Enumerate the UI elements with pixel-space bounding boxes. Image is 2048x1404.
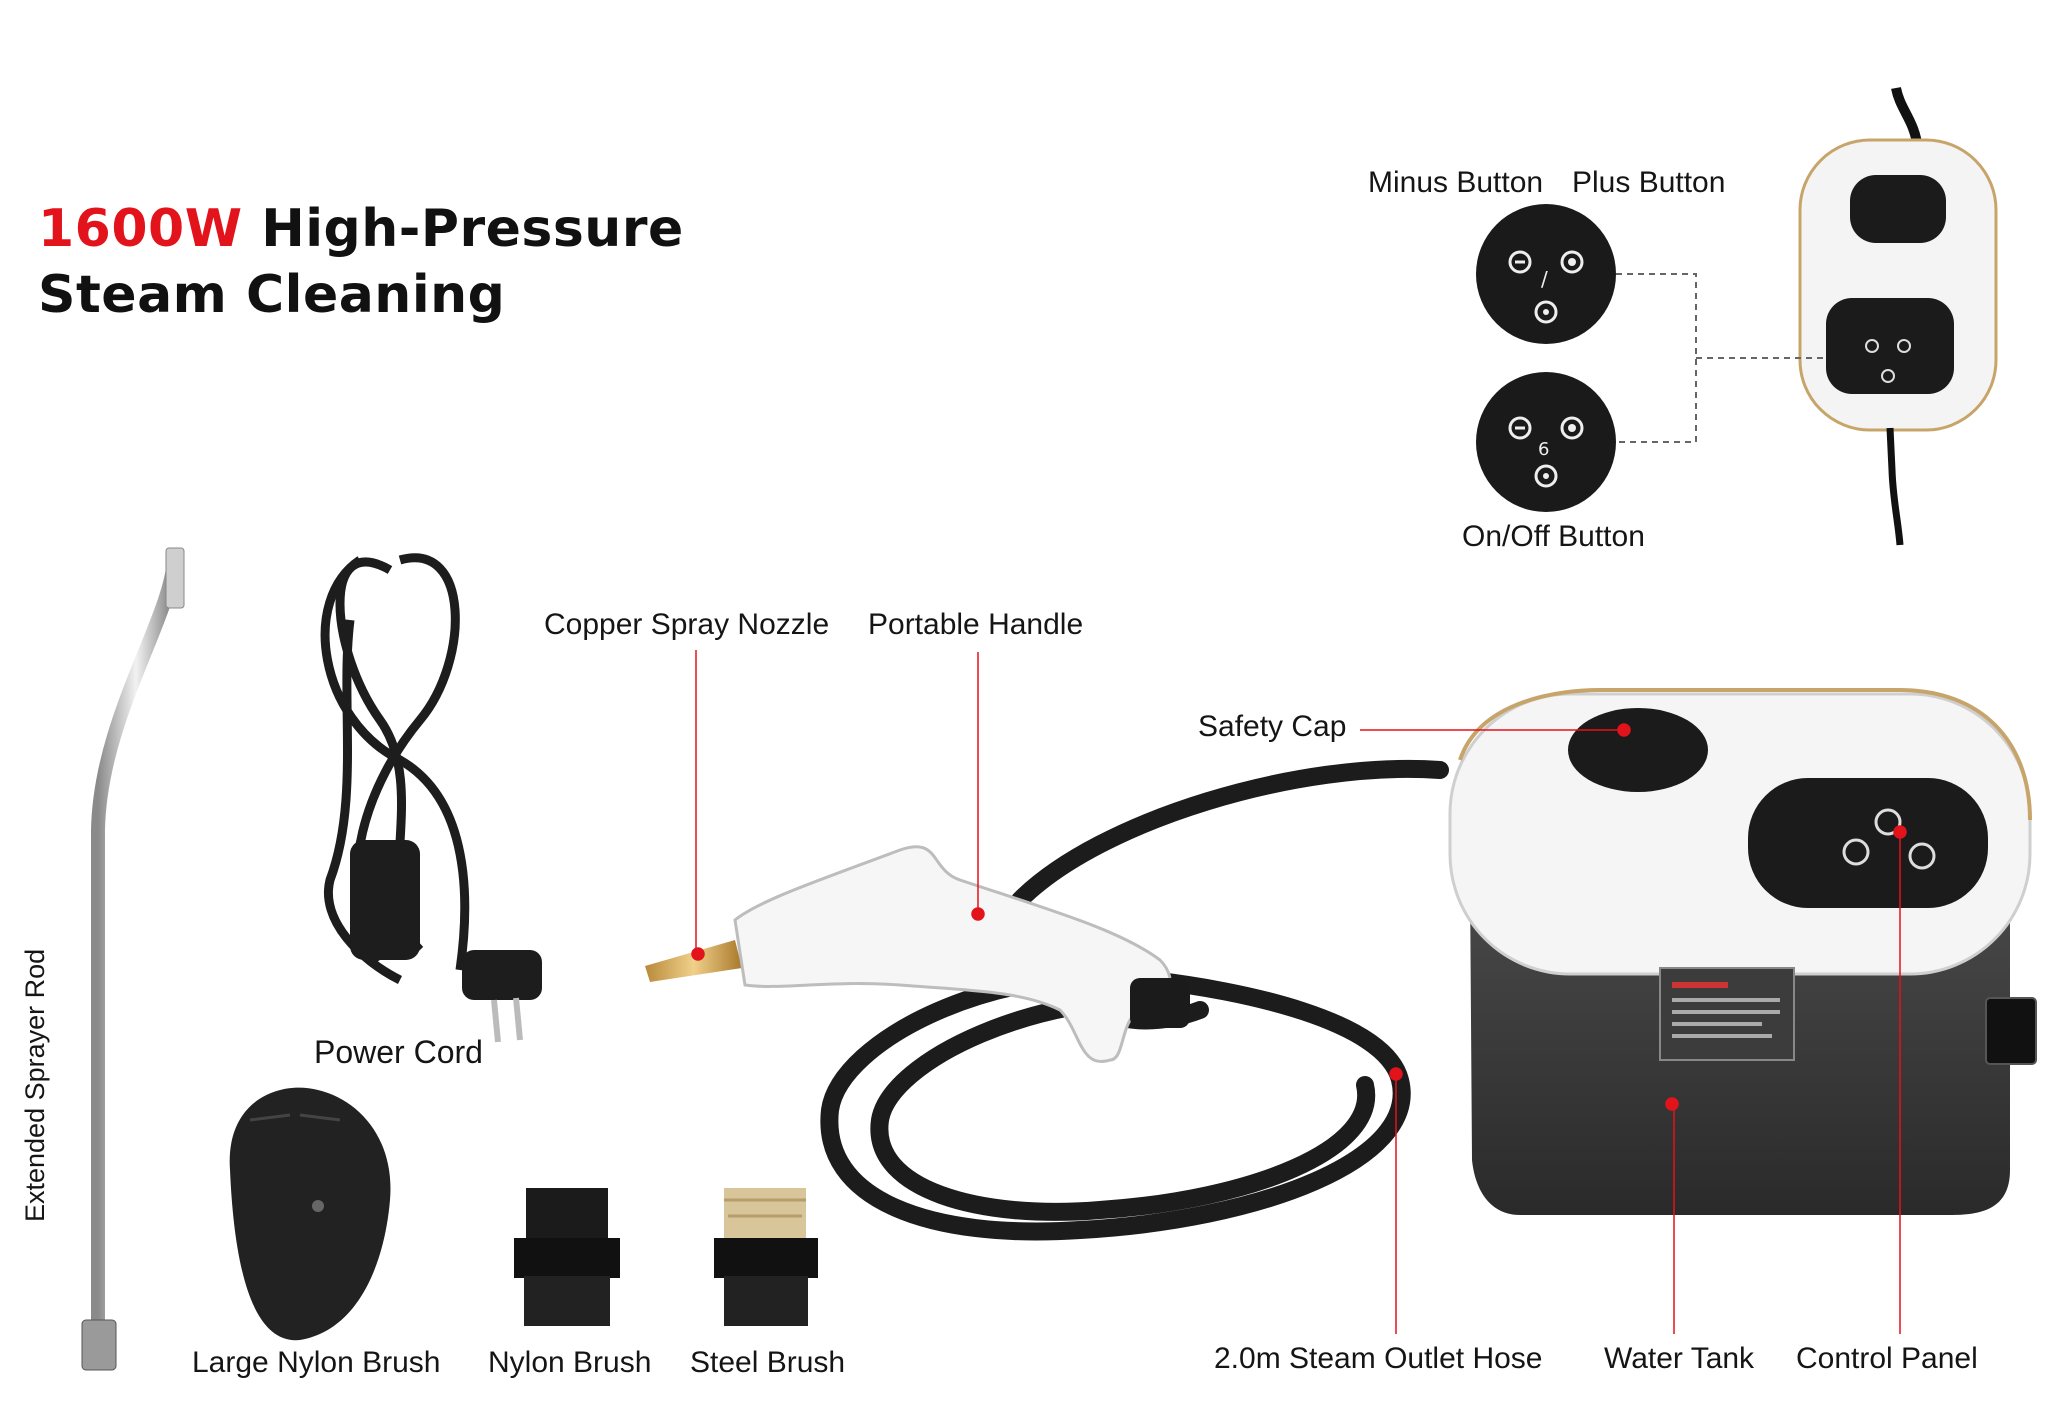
callouts: [691, 650, 1907, 1334]
label-large-nylon-brush: Large Nylon Brush: [192, 1346, 441, 1379]
large-nylon-brush: [229, 1087, 391, 1341]
copper-nozzle-icon: [645, 940, 742, 982]
plus-icon: [1560, 250, 1584, 274]
power-icon: [1534, 300, 1558, 324]
label-power-cord: Power Cord: [314, 1034, 483, 1070]
zoom-circle-top: [1476, 204, 1616, 344]
label-copper-nozzle: Copper Spray Nozzle: [544, 608, 830, 641]
label-plus-button: Plus Button: [1572, 166, 1726, 199]
minus-icon: [1508, 250, 1532, 274]
power-cord: [320, 553, 542, 1043]
label-steel-brush: Steel Brush: [690, 1346, 846, 1379]
headline: 1600W High-Pressure Steam Cleaning: [38, 196, 684, 328]
detail-cap-icon: [1850, 175, 1946, 243]
label-onoff-button: On/Off Button: [1462, 520, 1645, 553]
label-water-tank: Water Tank: [1604, 1342, 1755, 1375]
headline-line1: High-Pressure: [261, 199, 684, 259]
label-control-panel: Control Panel: [1796, 1342, 1978, 1375]
steel-brush: [714, 1188, 818, 1326]
spray-gun: [645, 845, 1190, 1064]
detail-panel-icon: [1826, 298, 1954, 394]
zoom-circle-bottom: [1476, 372, 1616, 512]
control-panel-detail: / 6: [1476, 86, 1998, 546]
safety-cap-icon: [1568, 708, 1708, 792]
label-extended-rod: Extended Sprayer Rod: [20, 948, 50, 1222]
label-nylon-brush: Nylon Brush: [488, 1346, 652, 1379]
label-steam-hose: 2.0m Steam Outlet Hose: [1214, 1342, 1543, 1375]
headline-line2: Steam Cleaning: [38, 265, 506, 325]
label-safety-cap: Safety Cap: [1198, 710, 1347, 743]
steamer-body: [1448, 688, 2037, 1215]
headline-power: 1600W: [38, 199, 243, 259]
svg-text:/: /: [1541, 267, 1548, 291]
extended-sprayer-rod: [81, 547, 185, 1371]
label-minus-button: Minus Button: [1368, 166, 1544, 199]
control-panel-icon: [1748, 778, 1988, 908]
nylon-brush: [514, 1188, 620, 1326]
svg-text:6: 6: [1538, 439, 1549, 460]
label-portable-handle: Portable Handle: [868, 608, 1084, 641]
